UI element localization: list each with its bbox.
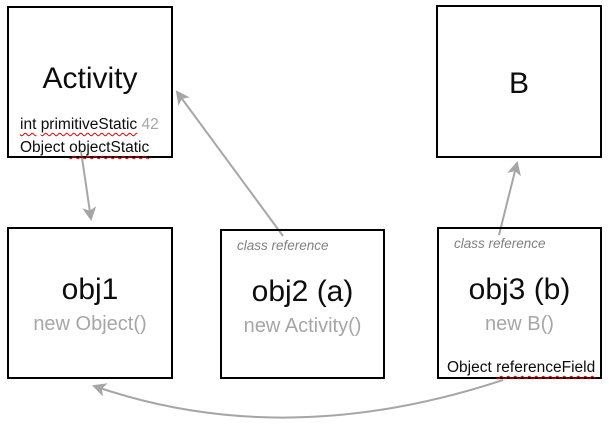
- class-reference-label-obj2: class reference: [237, 238, 329, 253]
- arrow-objectStatic-to-obj1-icon: [80, 150, 97, 222]
- object-title-obj3: obj3 (b): [468, 273, 571, 306]
- object-title-obj2: obj2 (a): [251, 275, 354, 308]
- object-subtitle-obj1: new Object(): [33, 313, 147, 335]
- field-value: 42: [141, 116, 159, 133]
- class-title-b: B: [508, 67, 529, 100]
- field-name: objectStatic: [69, 139, 150, 156]
- field-reference-field: Object referenceField: [447, 359, 595, 377]
- field-type: Object: [20, 139, 65, 156]
- arrow-referenceField-to-obj1-icon: [92, 379, 504, 419]
- arrow-obj3-to-b-icon: [498, 160, 521, 236]
- field-name: referenceField: [496, 359, 596, 376]
- object-box-obj1: obj1 new Object(): [7, 227, 173, 379]
- arrow-obj2-to-activity-icon: [175, 90, 284, 237]
- field-name: primitiveStatic: [40, 116, 138, 133]
- class-box-activity: Activity int primitiveStatic 42 Object o…: [7, 6, 173, 158]
- field-type: Object: [447, 359, 492, 376]
- object-box-obj3: class reference obj3 (b) new B() Object …: [437, 227, 602, 379]
- object-box-obj2: class reference obj2 (a) new Activity(): [220, 229, 385, 379]
- object-subtitle-obj2: new Activity(): [243, 315, 362, 337]
- object-subtitle-obj3: new B(): [485, 313, 554, 335]
- class-reference-label-obj3: class reference: [454, 236, 546, 251]
- object-title-obj1: obj1: [61, 273, 119, 306]
- class-title-activity: Activity: [42, 62, 138, 95]
- field-object-static: Object objectStatic: [20, 136, 159, 159]
- activity-fields: int primitiveStatic 42 Object objectStat…: [20, 113, 159, 159]
- field-type: int: [20, 116, 37, 133]
- field-primitive-static: int primitiveStatic 42: [20, 113, 159, 136]
- class-box-b: B: [436, 5, 602, 158]
